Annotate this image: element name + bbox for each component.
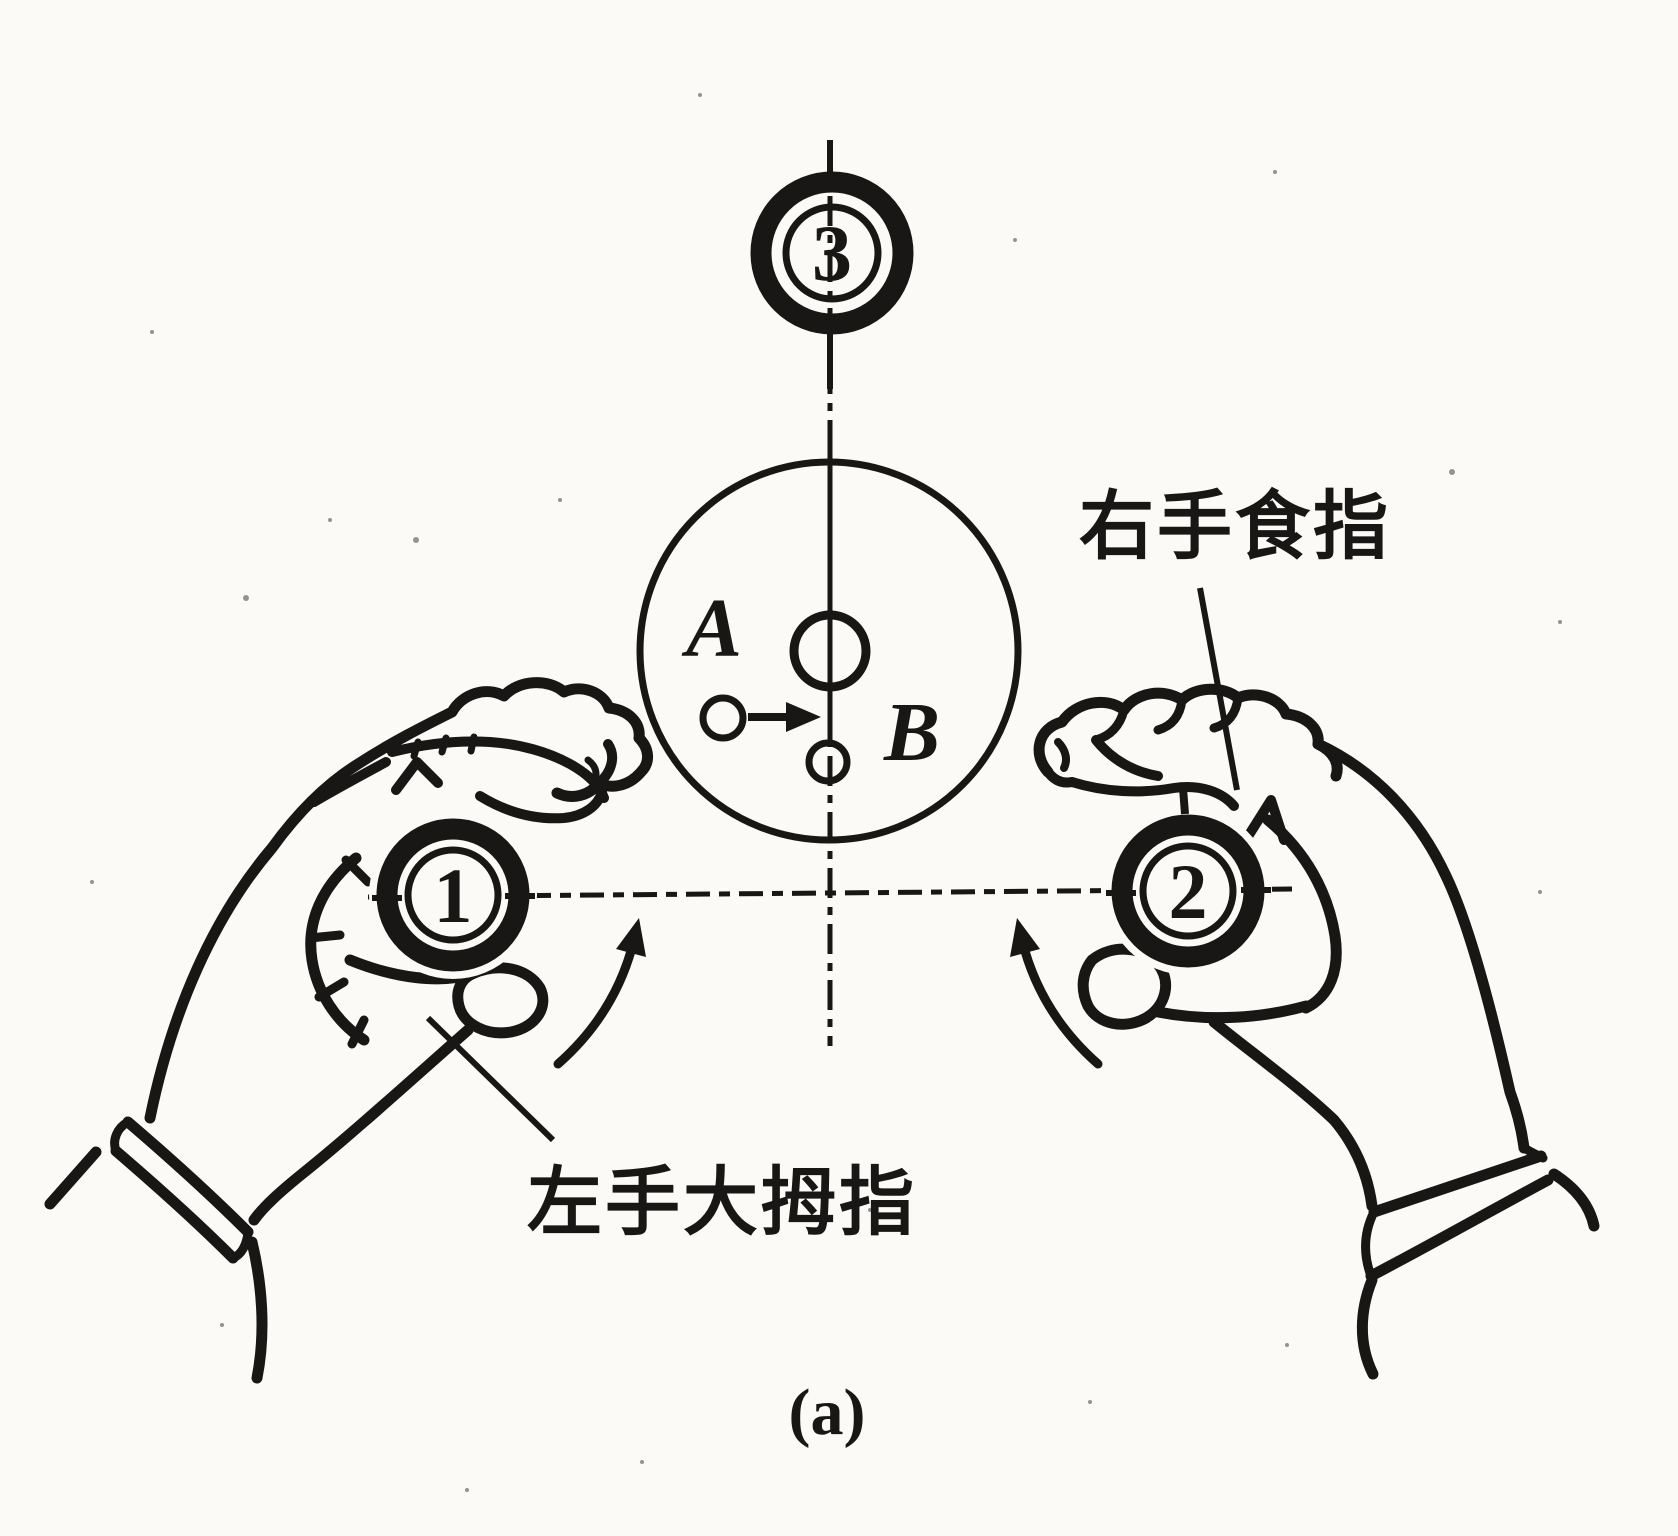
label-left-thumb: 左手大拇指	[527, 1162, 917, 1245]
point-label-a: A	[681, 582, 742, 675]
disc-1-number: 1	[434, 852, 473, 939]
target-ring-3: 3	[750, 171, 914, 335]
right-hand-leader-line	[1197, 587, 1240, 791]
horizontal-dashed-line	[367, 886, 1293, 900]
label-right-index-finger: 右手食指	[1079, 486, 1391, 569]
ring-3-number: 3	[812, 210, 852, 298]
disc-2: 2	[1104, 787, 1272, 975]
right-rotation-arrow-icon	[1010, 918, 1103, 1069]
point-label-b: B	[883, 686, 940, 779]
motion-arrow-icon	[748, 702, 821, 732]
disc-2-number: 2	[1169, 848, 1208, 935]
ball-a	[789, 610, 871, 692]
ball-b	[805, 739, 851, 785]
moving-ball	[699, 694, 747, 742]
left-hand-leader-line	[425, 1015, 556, 1143]
left-hand-drawing	[44, 677, 653, 1384]
left-rotation-arrow-icon	[553, 918, 646, 1069]
big-circle	[636, 458, 1022, 844]
figure-caption: (a)	[789, 1376, 866, 1449]
right-hand-drawing	[1033, 683, 1600, 1380]
paper-noise-specks	[90, 93, 1562, 1492]
disc-1: 1	[369, 811, 537, 979]
